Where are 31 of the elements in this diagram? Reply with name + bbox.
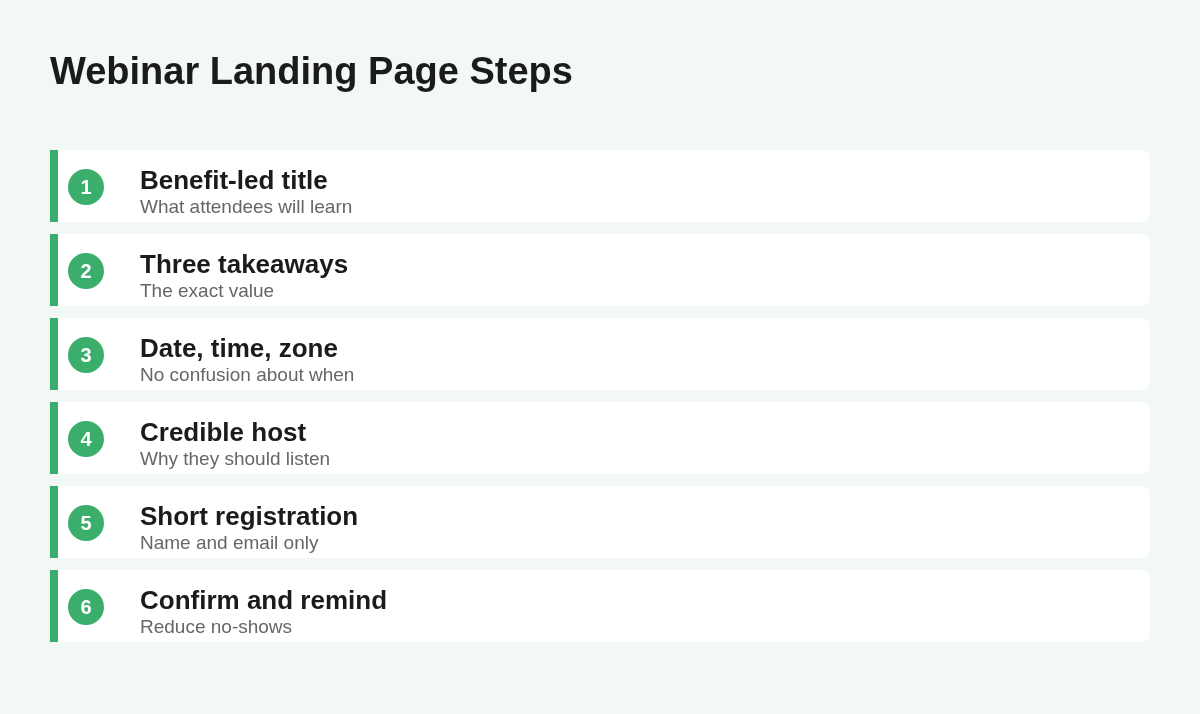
step-number: 5 (80, 512, 92, 534)
step-description: The exact value (140, 280, 275, 302)
step-card (50, 570, 1150, 642)
page-title: Webinar Landing Page Steps (50, 49, 573, 94)
step-heading: Short registration (140, 501, 359, 531)
step-heading: Credible host (140, 417, 307, 447)
step-card (50, 318, 1150, 390)
step-number: 3 (80, 344, 92, 366)
step-number-circle (68, 505, 104, 541)
step-number: 2 (80, 260, 92, 282)
step-description: Reduce no-shows (140, 616, 293, 638)
step-description: Why they should listen (140, 448, 331, 470)
step-number: 6 (80, 596, 92, 618)
step-number-circle (68, 337, 104, 373)
step-card (50, 234, 1150, 306)
step-heading: Confirm and remind (140, 585, 387, 615)
step-number-circle (68, 589, 104, 625)
step-number: 4 (80, 428, 92, 450)
step-description: Name and email only (140, 532, 319, 554)
step-description: No confusion about when (140, 364, 355, 386)
step-number: 1 (80, 176, 92, 198)
step-card (50, 486, 1150, 558)
step-heading: Date, time, zone (140, 333, 338, 363)
step-heading: Three takeaways (140, 249, 349, 279)
step-description: What attendees will learn (140, 196, 353, 218)
step-number-circle (68, 253, 104, 289)
step-card (50, 150, 1150, 222)
step-number-circle (68, 169, 104, 205)
step-heading: Benefit-led title (140, 165, 328, 195)
step-number-circle (68, 421, 104, 457)
step-card (50, 402, 1150, 474)
